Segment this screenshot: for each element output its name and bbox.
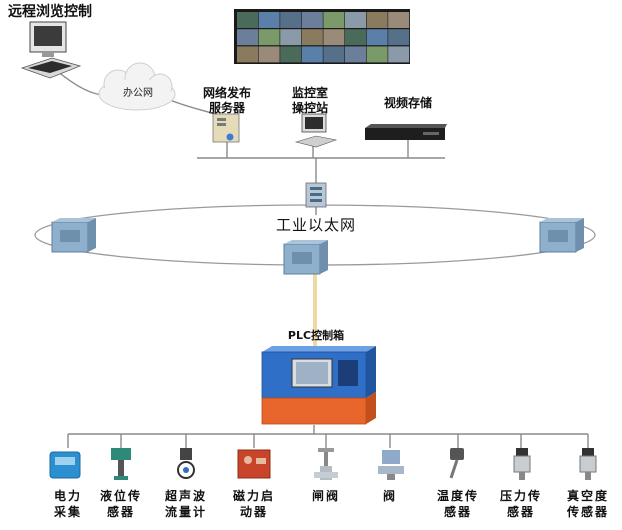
video-recorder-icon bbox=[365, 124, 447, 140]
plc-cabinet-label: PLC控制箱 bbox=[287, 329, 345, 342]
device-label: 闸阀 bbox=[294, 488, 358, 504]
monitor-station-label: 监控室 操控站 bbox=[280, 86, 340, 116]
device-label-line: 温度传 bbox=[436, 489, 479, 503]
device-label-line: 感器 bbox=[106, 505, 135, 519]
remote-to-cloud-link bbox=[55, 69, 106, 96]
video-wall-tile bbox=[388, 12, 410, 28]
device-label-line: 采集 bbox=[53, 505, 82, 519]
device-label: 温度传感器 bbox=[426, 488, 490, 520]
video-wall-tile bbox=[345, 12, 366, 28]
connection-lines bbox=[55, 69, 589, 448]
device-label-line: 感器 bbox=[506, 505, 535, 519]
vacuum-sensor-icon bbox=[579, 448, 597, 480]
device-label-line: 压力传 bbox=[499, 489, 542, 503]
level-sensor-icon bbox=[111, 448, 131, 480]
video-storage-label: 视频存储 bbox=[383, 96, 432, 110]
remote-control-label: 远程浏览控制 bbox=[8, 4, 92, 20]
video-wall-tile bbox=[345, 29, 366, 46]
device-label-line: 液位传 bbox=[99, 489, 142, 503]
server-icon bbox=[212, 113, 240, 143]
video-wall-tile bbox=[301, 29, 323, 46]
magnetic-starter-icon bbox=[237, 449, 271, 479]
video-wall-tile bbox=[388, 46, 410, 63]
industrial-ethernet-label: 工业以太网 bbox=[275, 216, 356, 234]
field-devices bbox=[49, 448, 597, 480]
video-wall-tile bbox=[366, 46, 388, 63]
video-wall-tile bbox=[258, 29, 280, 46]
workstation-icon bbox=[294, 113, 338, 148]
pressure-sensor-icon bbox=[513, 448, 531, 480]
device-label-line: 传感器 bbox=[566, 505, 609, 519]
video-wall-tile bbox=[323, 29, 345, 46]
fiber-link-to-plc bbox=[313, 258, 317, 352]
valve-icon bbox=[378, 450, 404, 480]
video-wall-tile bbox=[366, 12, 388, 28]
device-label: 电力采集 bbox=[36, 488, 100, 520]
device-label: 液位传感器 bbox=[89, 488, 153, 520]
video-wall-tile bbox=[323, 12, 345, 28]
device-label-line: 感器 bbox=[443, 505, 472, 519]
video-wall-tile bbox=[366, 29, 388, 46]
monitor-station-line-1: 监控室 bbox=[291, 86, 328, 100]
video-wall-tile bbox=[301, 46, 323, 63]
device-label-line: 真空度 bbox=[566, 489, 609, 503]
device-label-line: 磁力启 bbox=[232, 489, 275, 503]
video-wall-tile bbox=[323, 46, 345, 63]
gate-valve-icon bbox=[314, 448, 338, 480]
publish-server-line-1: 网络发布 bbox=[202, 86, 251, 100]
monitor-station-line-2: 操控站 bbox=[291, 101, 328, 115]
device-label-line: 流量计 bbox=[164, 505, 207, 519]
publish-server-label: 网络发布 服务器 bbox=[192, 86, 262, 116]
power-meter-icon bbox=[49, 451, 81, 479]
flowmeter-icon bbox=[177, 448, 195, 479]
device-label-line: 闸阀 bbox=[311, 489, 340, 503]
device-label: 真空度传感器 bbox=[556, 488, 620, 520]
video-wall-tile bbox=[345, 46, 366, 63]
device-label: 磁力启动器 bbox=[222, 488, 286, 520]
video-wall-tile bbox=[237, 46, 258, 63]
office-network-label: 办公网 bbox=[123, 88, 153, 99]
publish-server-line-2: 服务器 bbox=[208, 101, 245, 115]
device-label-line: 电力 bbox=[53, 489, 82, 503]
video-wall-tile bbox=[280, 12, 302, 28]
cloud-icon bbox=[98, 62, 176, 111]
device-label-line: 阀 bbox=[382, 489, 397, 503]
desktop-computer-icon bbox=[20, 21, 82, 79]
video-wall-tile bbox=[280, 29, 302, 46]
video-wall-tile bbox=[301, 12, 323, 28]
video-wall-tile bbox=[388, 29, 410, 46]
ring-node-icon bbox=[539, 218, 584, 253]
plc-cabinet-icon bbox=[261, 346, 376, 425]
video-wall-tile bbox=[280, 46, 302, 63]
device-label-line: 动器 bbox=[239, 505, 268, 519]
video-wall-tile bbox=[258, 12, 280, 28]
video-wall-tile bbox=[237, 29, 258, 46]
video-wall-icon bbox=[234, 9, 410, 64]
video-wall-tile bbox=[258, 46, 280, 63]
ring-node-icon bbox=[283, 240, 328, 275]
device-label-line: 超声波 bbox=[164, 489, 207, 503]
network-switch-icon bbox=[305, 182, 327, 208]
temperature-sensor-icon bbox=[449, 448, 464, 479]
video-wall-tile bbox=[237, 12, 258, 28]
device-label: 压力传感器 bbox=[489, 488, 553, 520]
device-label: 超声波流量计 bbox=[154, 488, 218, 520]
ring-node-icon bbox=[51, 218, 96, 253]
device-label: 阀 bbox=[358, 488, 422, 504]
